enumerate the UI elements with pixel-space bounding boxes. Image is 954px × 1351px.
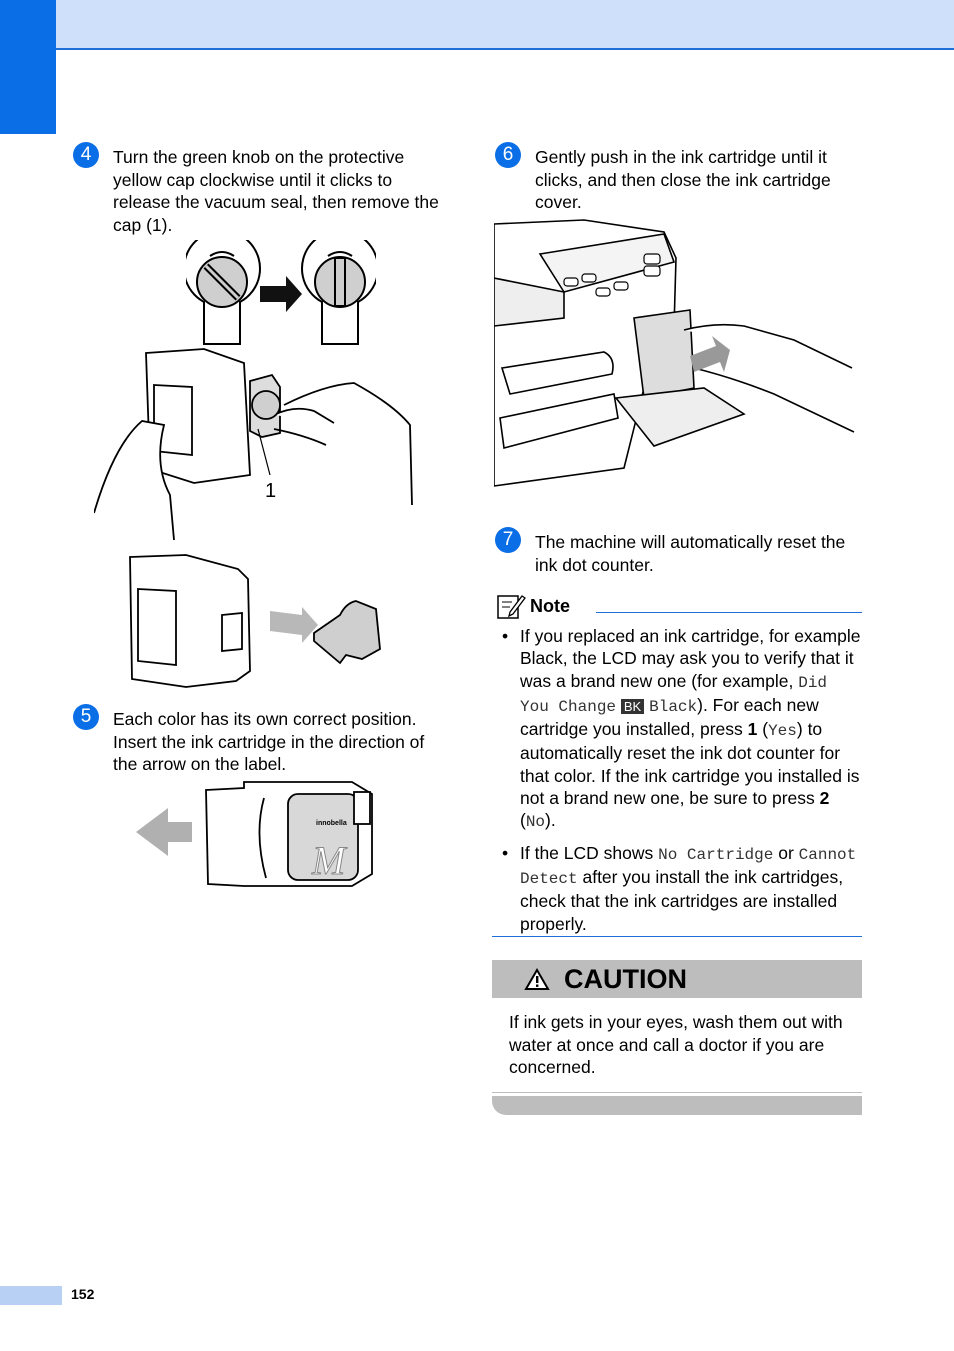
lcd-message: Cannot Detect <box>520 845 857 888</box>
note-text: If the LCD shows <box>520 842 659 863</box>
note-header: Note <box>496 592 862 620</box>
note-bullet: • If the LCD shows No Cartridge or Canno… <box>502 842 857 934</box>
step-number: 5 <box>73 704 99 730</box>
caution-footer <box>492 1096 862 1115</box>
step-6: 6 Gently push in the ink cartridge until… <box>495 142 865 214</box>
cartridge-color-letter: M <box>311 838 348 883</box>
note-pencil-icon <box>497 595 526 619</box>
lcd-message: No <box>525 813 546 832</box>
warning-triangle-icon <box>524 968 550 990</box>
step-4: 4 Turn the green knob on the protective … <box>73 142 443 236</box>
caution-rule <box>492 1092 862 1093</box>
remove-cap-figure: 1 <box>94 348 413 540</box>
lcd-message: Black <box>649 697 698 716</box>
step-7: 7 The machine will automatically reset t… <box>495 527 865 576</box>
step-number: 7 <box>495 527 521 553</box>
cartridge-brand: innobella <box>316 820 347 827</box>
page-number-bar <box>0 1286 62 1305</box>
step-text: The machine will automatically reset the… <box>535 532 846 575</box>
step-text: Each color has its own correct position.… <box>113 709 425 774</box>
note-end-rule <box>492 936 862 937</box>
note-title: Note <box>530 596 570 616</box>
cap-rotation-figure <box>186 240 376 345</box>
step-number: 4 <box>73 142 99 168</box>
lcd-message: Did You Change <box>520 673 828 716</box>
cartridge-direction-figure: innobella M <box>136 781 373 887</box>
header-band <box>0 0 954 50</box>
key-label: 2 <box>819 788 830 809</box>
note-text: ( <box>520 810 526 831</box>
note-text: or <box>773 842 799 863</box>
page-number: 152 <box>71 1286 95 1302</box>
step-text: Gently push in the ink cartridge until i… <box>535 147 831 212</box>
note-text: ). For each new cartridge you installed,… <box>520 694 819 740</box>
note-text: ) to automatically reset the ink dot cou… <box>520 719 860 809</box>
printer-figure <box>494 219 855 487</box>
lcd-message: Yes <box>768 722 797 741</box>
key-label: 1 <box>747 719 758 740</box>
cartridge-cap-removed-figure <box>129 554 381 688</box>
step-number: 6 <box>495 142 521 168</box>
lcd-message: No Cartridge <box>658 845 774 864</box>
caution-body: If ink gets in your eyes, wash them out … <box>509 1012 843 1077</box>
note-text: after you install the ink cartridges, ch… <box>520 866 844 934</box>
bk-badge: BK <box>620 698 645 714</box>
note-text: ( <box>757 719 769 740</box>
step-5: 5 Each color has its own correct positio… <box>73 704 443 776</box>
note-text: ). <box>545 810 556 831</box>
caution-header: CAUTION <box>492 960 862 998</box>
note-bullet: • If you replaced an ink cartridge, for … <box>502 626 861 832</box>
note-bullets: • If you replaced an ink cartridge, for … <box>502 625 862 943</box>
note-rule <box>596 612 862 613</box>
note-text: If you replaced an ink cartridge, for ex… <box>520 626 861 691</box>
caution-title: CAUTION <box>564 964 687 994</box>
chapter-tab <box>0 0 56 134</box>
step-text: Turn the green knob on the protective ye… <box>113 147 439 235</box>
callout-1: 1 <box>265 480 276 502</box>
